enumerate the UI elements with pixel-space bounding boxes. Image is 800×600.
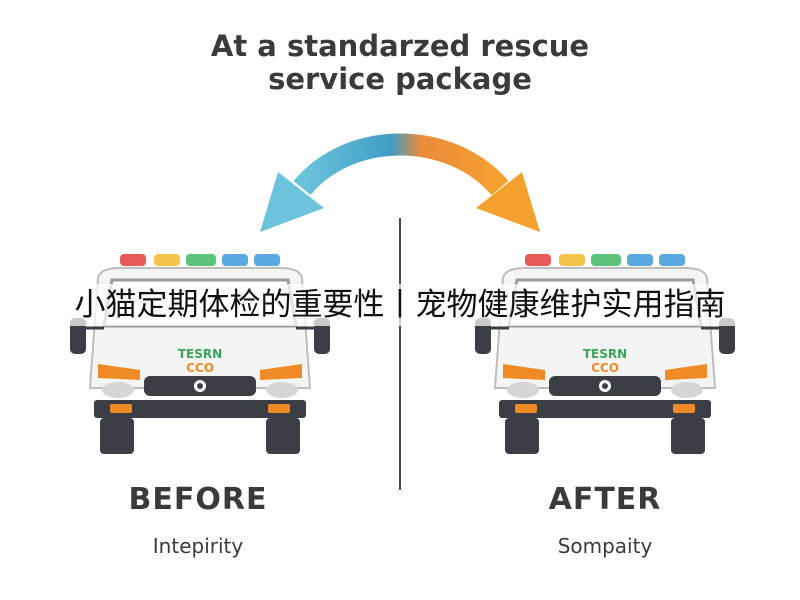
before-heading: BEFORE: [128, 482, 268, 517]
ambulance-van-icon: TESRN CCO: [70, 254, 330, 454]
van-text-bottom: CCO: [591, 361, 619, 375]
after-subheading: Sompaity: [557, 534, 653, 558]
double-arrow-icon: [260, 133, 540, 232]
van-text-top: TESRN: [178, 347, 222, 361]
before-subheading: Intepirity: [152, 534, 244, 558]
title-line-2: service package: [268, 62, 532, 96]
after-heading: AFTER: [548, 482, 662, 517]
title-line-1: At a standarzed rescue: [210, 29, 590, 63]
ambulance-van-icon: TESRN CCO: [475, 254, 735, 454]
van-text-bottom: CCO: [186, 361, 214, 375]
diagram-title: At a standarzed rescue service package: [0, 30, 800, 96]
center-divider: [399, 218, 401, 490]
overlay-caption: 小猫定期体检的重要性丨宠物健康维护实用指南: [0, 284, 800, 326]
van-text-top: TESRN: [583, 347, 627, 361]
